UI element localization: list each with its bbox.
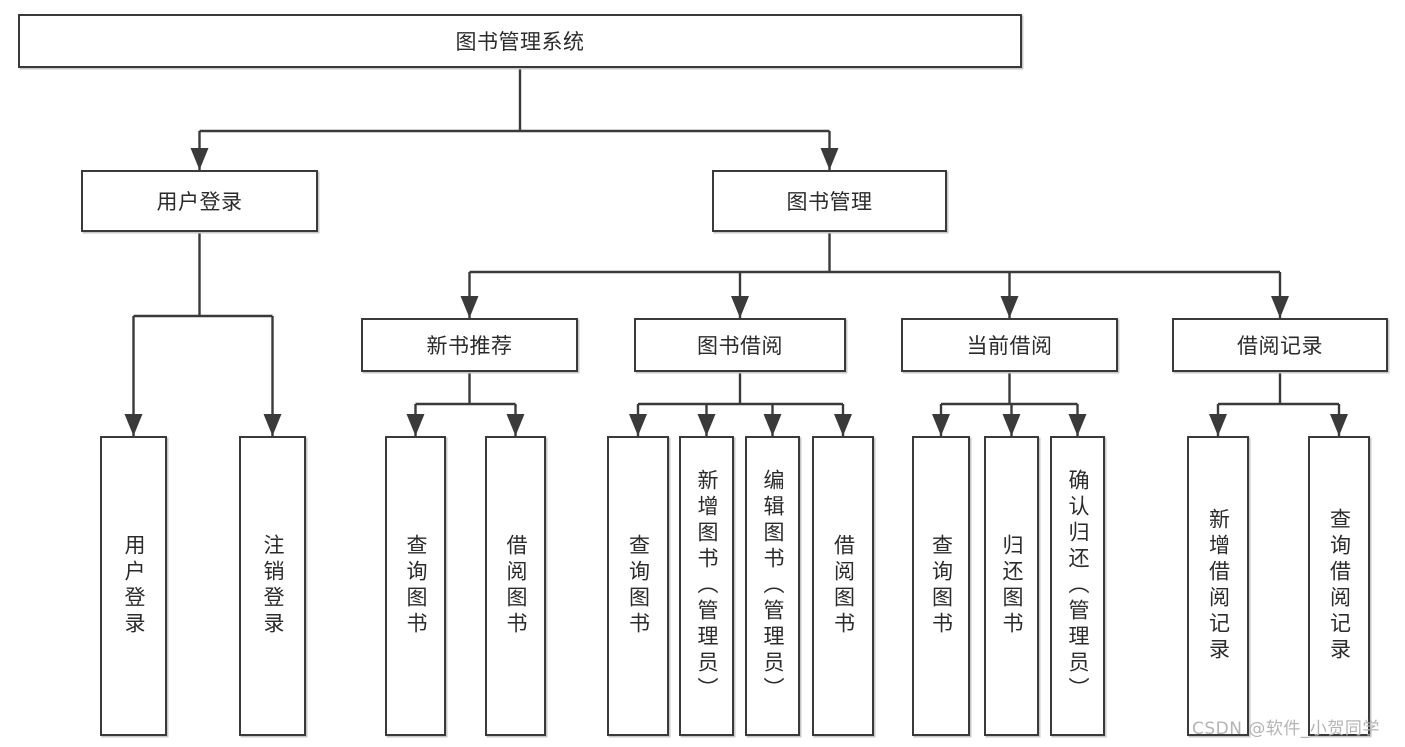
leaf-node-1[interactable]: 用户登录 — [100, 436, 167, 736]
level3-node-4[interactable]: 借阅记录 — [1172, 318, 1388, 372]
leaf-node-2[interactable]: 注销登录 — [239, 436, 306, 736]
leaf-node-9[interactable]: 查询图书 — [912, 436, 970, 736]
level3-node-2-label: 图书借阅 — [697, 334, 783, 358]
leaf-node-6-label: 新增图书（管理员） — [695, 469, 719, 703]
leaf-node-12-label: 新增借阅记录 — [1206, 508, 1231, 664]
level2-node-1[interactable]: 用户登录 — [81, 170, 318, 232]
level2-node-1-label: 用户登录 — [156, 190, 243, 214]
leaf-node-11-label: 确认归还（管理员） — [1066, 469, 1090, 703]
leaf-node-5-label: 查询图书 — [626, 534, 651, 638]
level2-node-2[interactable]: 图书管理 — [712, 170, 947, 232]
leaf-node-3[interactable]: 查询图书 — [385, 436, 446, 736]
leaf-node-4[interactable]: 借阅图书 — [485, 436, 546, 736]
leaf-node-12[interactable]: 新增借阅记录 — [1187, 436, 1249, 736]
leaf-node-1-label: 用户登录 — [122, 534, 146, 638]
leaf-node-8[interactable]: 借阅图书 — [812, 436, 874, 736]
level3-node-4-label: 借阅记录 — [1237, 334, 1323, 358]
level3-node-3-label: 当前借阅 — [966, 334, 1053, 358]
leaf-node-9-label: 查询图书 — [929, 534, 954, 638]
leaf-node-8-label: 借阅图书 — [831, 534, 856, 638]
leaf-node-5[interactable]: 查询图书 — [607, 436, 669, 736]
level3-node-3[interactable]: 当前借阅 — [901, 318, 1118, 372]
leaf-node-2-label: 注销登录 — [261, 534, 285, 638]
leaf-node-11[interactable]: 确认归还（管理员） — [1050, 436, 1105, 736]
leaf-node-7-label: 编辑图书（管理员） — [761, 469, 785, 703]
leaf-node-3-label: 查询图书 — [404, 534, 428, 638]
root-node-book-management-system-label: 图书管理系统 — [455, 30, 585, 54]
level3-node-1[interactable]: 新书推荐 — [361, 318, 578, 372]
watermark-text: CSDN @软件_小贺同学 — [1192, 719, 1380, 739]
leaf-node-10-label: 归还图书 — [1000, 534, 1024, 638]
leaf-node-4-label: 借阅图书 — [504, 534, 528, 638]
leaf-node-6[interactable]: 新增图书（管理员） — [679, 436, 734, 736]
leaf-node-10[interactable]: 归还图书 — [984, 436, 1039, 736]
leaf-node-13-label: 查询借阅记录 — [1327, 508, 1352, 664]
level2-node-2-label: 图书管理 — [786, 190, 873, 214]
root-node-book-management-system[interactable]: 图书管理系统 — [18, 14, 1022, 68]
level3-node-1-label: 新书推荐 — [426, 334, 513, 358]
leaf-node-13[interactable]: 查询借阅记录 — [1308, 436, 1370, 736]
level3-node-2[interactable]: 图书借阅 — [634, 318, 846, 372]
leaf-node-7[interactable]: 编辑图书（管理员） — [745, 436, 800, 736]
